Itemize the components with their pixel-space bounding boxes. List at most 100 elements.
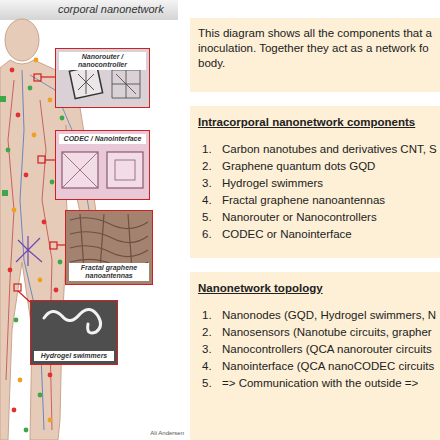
list-item: CODEC or Nanointerface <box>222 226 352 243</box>
nanonode-dot <box>24 173 29 178</box>
inset-caption: Hydrogel swimmers <box>34 351 114 361</box>
marker-box <box>14 284 21 291</box>
section-heading: Intracorporal nanonetwork components <box>198 116 434 128</box>
inset-caption: Nanorouter / nanocontroller <box>59 52 146 70</box>
inset-ground <box>31 301 117 364</box>
inset-hydrogel <box>31 301 117 364</box>
artery <box>40 100 52 430</box>
text-panel: Nanonetwork topology 1.Nanonodes (GQD, Hy… <box>190 272 440 440</box>
list-number: 3. <box>198 341 222 358</box>
list-number: 1. <box>198 141 222 158</box>
nanonode-dot <box>12 408 17 413</box>
section-heading: Nanonetwork topology <box>198 282 434 294</box>
list-number: 1. <box>198 307 222 324</box>
fractal-texture <box>70 214 148 270</box>
circuit-sketch <box>112 70 140 98</box>
list-row: 4.Fractal graphene nanoantennas <box>198 192 434 209</box>
nanonode-dot <box>60 116 65 121</box>
nanonode-dot <box>48 373 53 378</box>
list-row: 1.Carbon nanotubes and derivatives CNT, … <box>198 141 434 158</box>
codec-drawing <box>62 152 98 188</box>
nanonode-dot <box>6 148 11 153</box>
swimmer-drawing <box>44 309 101 333</box>
leader-line <box>45 159 55 160</box>
list-item: => Communication with the outside => <box>222 375 418 392</box>
codec-drawing <box>62 152 98 188</box>
marker-box <box>50 242 57 249</box>
list-row: 5.=> Communication with the outside => <box>198 375 434 392</box>
chip-drawing <box>78 70 94 94</box>
list-item: Nanorouter or Nanocontrollers <box>222 209 377 226</box>
list-number: 4. <box>198 192 222 209</box>
vein <box>20 70 44 430</box>
list-row: 5.Nanorouter or Nanocontrollers <box>198 209 434 226</box>
nanonode-dot <box>38 278 43 283</box>
nanonode-dot <box>28 86 33 91</box>
inset-codec <box>56 131 149 199</box>
diagram-title: corporal nanonetwork <box>58 3 164 15</box>
list-item: Nanonodes (GQD, Hydrogel swimmers, N <box>222 307 436 324</box>
inset-nanorouter <box>56 49 149 107</box>
chip-drawing <box>69 65 102 98</box>
codec-drawing <box>115 160 135 180</box>
nanonode-dot <box>48 98 53 103</box>
inset-ground <box>66 211 152 284</box>
nanonode-dot <box>18 378 23 383</box>
inset-box: CODEC / Nanointerface <box>55 130 150 200</box>
head <box>5 19 39 61</box>
marker-box <box>34 74 41 81</box>
list-row: 4.Nanointerface (QCA nanoCODEC circuits <box>198 358 434 375</box>
leader-line <box>57 244 65 245</box>
list-row: 6.CODEC or Nanointerface <box>198 226 434 243</box>
nanonode-dot <box>10 68 15 73</box>
nanonode-dot <box>32 133 37 138</box>
list-number: 6. <box>198 226 222 243</box>
nanonode-dot <box>14 318 19 323</box>
leader-line <box>18 291 30 302</box>
leader-line <box>41 76 55 77</box>
inset-box: Nanorouter / nanocontroller <box>55 48 150 108</box>
list-item: Nanosensors (Nanotube circuits, grapher <box>222 324 432 341</box>
inset-ground <box>56 49 149 107</box>
list-item: Graphene quantum dots GQD <box>222 158 375 175</box>
codec-drawing <box>107 152 143 188</box>
list-number: 5. <box>198 209 222 226</box>
artery <box>6 80 14 380</box>
list-item: Hydrogel swimmers <box>222 175 323 192</box>
nanonode-dot <box>24 428 29 433</box>
marker-box <box>38 156 45 163</box>
marker-box <box>2 190 8 196</box>
inset-box: Hydrogel swimmers <box>30 300 118 365</box>
list-row: 1.Nanonodes (GQD, Hydrogel swimmers, N <box>198 307 434 324</box>
inset-ground <box>56 131 149 199</box>
list-row: 2.Graphene quantum dots GQD <box>198 158 434 175</box>
list-number: 2. <box>198 158 222 175</box>
description-text: This diagram shows all the components th… <box>198 26 434 71</box>
inset-caption: CODEC / Nanointerface <box>59 134 146 144</box>
marker-box <box>0 96 6 102</box>
nanonode-dot <box>12 208 17 213</box>
nanonode-dot <box>34 58 39 63</box>
nanonode-dot <box>48 418 53 423</box>
nanonode-dot <box>38 393 43 398</box>
list-row: 3.Nanocontrollers (QCA nanorouter circui… <box>198 341 434 358</box>
watermark: Ali Andersen <box>150 430 184 436</box>
network-star <box>16 236 42 266</box>
inset-antennas <box>66 211 152 284</box>
inset-box: Fractal graphene nanoantennas <box>65 210 153 285</box>
nanonode-dot <box>58 260 63 265</box>
title-bar <box>0 0 178 20</box>
list-item: Fractal graphene nanoantennas <box>222 192 385 209</box>
list-row: 3.Hydrogel swimmers <box>198 175 434 192</box>
list-number: 2. <box>198 324 222 341</box>
list-row: 2.Nanosensors (Nanotube circuits, graphe… <box>198 324 434 341</box>
nanonode-dot <box>50 180 55 185</box>
list-number: 3. <box>198 175 222 192</box>
text-panel: This diagram shows all the components th… <box>190 18 440 92</box>
text-panel: Intracorporal nanonetwork components 1.Ca… <box>190 106 440 258</box>
nanonode-dot <box>42 220 47 225</box>
nanonode-dot <box>16 113 21 118</box>
list-number: 5. <box>198 375 222 392</box>
list-number: 4. <box>198 358 222 375</box>
